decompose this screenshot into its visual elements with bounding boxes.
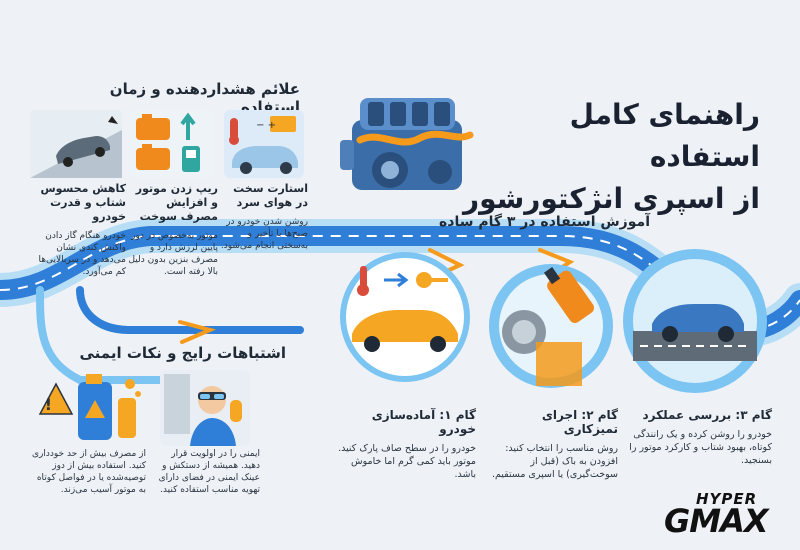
cold-start-illustration: + −	[224, 110, 304, 178]
safety-card-overdose: از مصرف بیش از حد خودداری کنید. استفاده …	[30, 448, 146, 496]
step-3-circle	[623, 249, 767, 393]
warning-card-title: ریپ زدن موتور و افزایش مصرف سوخت	[135, 182, 218, 223]
step-1: گام ۱: آماده‌سازی خودرو خودرو را در سطح …	[336, 408, 476, 481]
warning-card-engine-rough: ریپ زدن موتور و افزایش مصرف سوخت موتور ب…	[126, 182, 218, 278]
step-title: گام ۳: بررسی عملکرد	[642, 408, 772, 422]
safety-card-text: ایمنی را در اولویت قرار دهید. همیشه از د…	[158, 449, 260, 495]
uphill-car-illustration	[30, 110, 122, 178]
engine-illustration	[340, 98, 474, 190]
warning-card-text: روشن شدن خودرو در صبح‌ها با تأخیر و به‌س…	[220, 217, 308, 251]
warning-card-cold-start: استارت سخت در هوای سرد روشن شدن خودرو در…	[218, 182, 308, 252]
step-title: گام ۲: اجرای تمیزکاری	[541, 408, 618, 436]
page-title-line2: از اسپری انژکتورشور	[463, 182, 760, 215]
warning-card-title: استارت سخت در هوای سرد	[233, 182, 308, 209]
svg-text:!: !	[45, 395, 52, 414]
step-text: خودرو را در سطح صاف پارک کنید. موتور بای…	[338, 443, 476, 480]
safety-card-gear: ایمنی را در اولویت قرار دهید. همیشه از د…	[150, 448, 260, 496]
engine-warning-illustration	[130, 110, 214, 178]
brand-logo-top: HYPER	[696, 490, 758, 508]
tutorial-title: آموزش استفاده در ۳ گام ساده	[439, 214, 650, 230]
brand-logo: HYPER GMAX	[656, 488, 788, 544]
step-title: گام ۱: آماده‌سازی خودرو	[371, 408, 476, 436]
safety-card-text: از مصرف بیش از حد خودداری کنید. استفاده …	[31, 449, 146, 495]
step-2-circle	[489, 264, 613, 388]
safety-gear-illustration	[160, 370, 250, 446]
svg-text:+ −: + −	[256, 120, 276, 131]
page-title: راهنمای کامل استفاده از اسپری انژکتورشور	[460, 94, 760, 220]
step-text: خودرو را روشن کرده و یک رانندگی کوتاه، ب…	[629, 429, 772, 466]
step-2: گام ۲: اجرای تمیزکاری روش مناسب را انتخا…	[484, 408, 618, 481]
warning-card-title: کاهش محسوس شتاب و قدرت خودرو	[40, 182, 126, 223]
page-title-line1: راهنمای کامل استفاده	[569, 98, 760, 173]
step-text: روش مناسب را انتخاب کنید: افزودن به باک …	[491, 443, 618, 480]
warning-card-text: موتور به‌خصوص در دور پایین لرزش دارد و م…	[128, 231, 218, 277]
warning-card-text: خودرو هنگام گاز دادن واکنش کندی نشان می‌…	[38, 231, 126, 277]
step-3: گام ۳: بررسی عملکرد خودرو را روشن کرده و…	[624, 408, 772, 467]
warning-card-power-loss: کاهش محسوس شتاب و قدرت خودرو خودرو هنگام…	[30, 182, 126, 278]
brand-logo-main: GMAX	[664, 502, 769, 540]
safety-title: اشتباهات رایج و نکات ایمنی	[79, 344, 287, 362]
step-1-circle	[340, 252, 470, 382]
overdose-warning-illustration: !	[38, 374, 141, 440]
